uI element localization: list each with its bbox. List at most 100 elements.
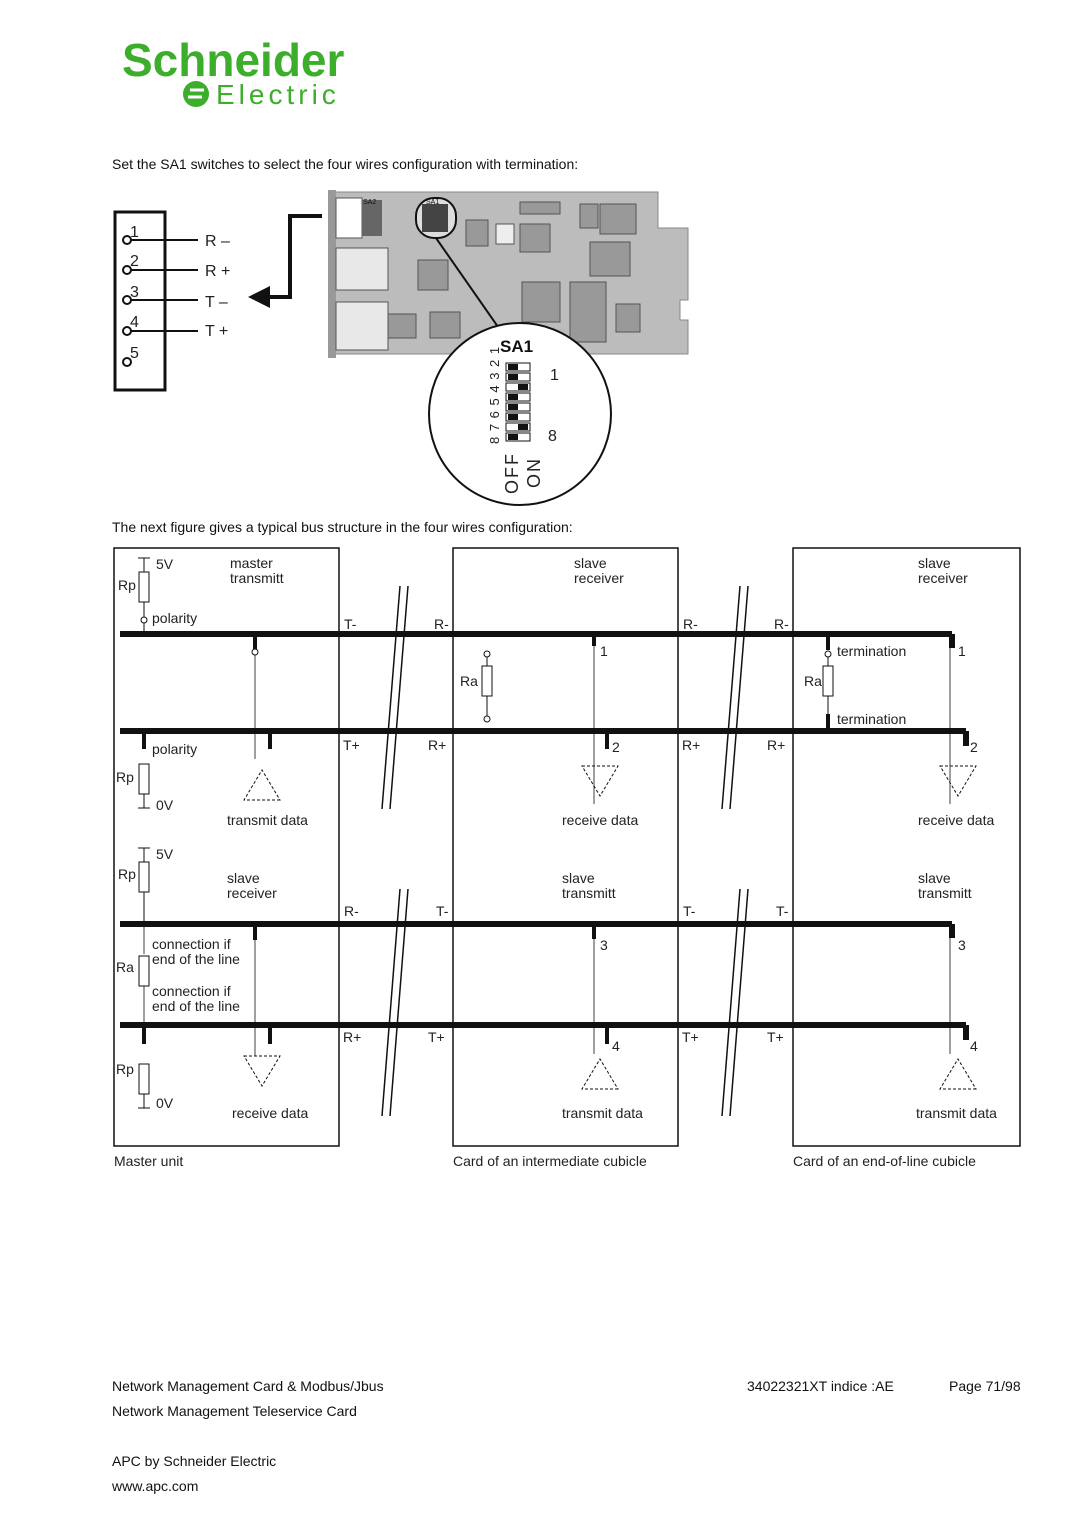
svg-text:transmitt: transmitt bbox=[562, 885, 616, 901]
signal-r-minus: R – bbox=[205, 233, 230, 250]
signal-t-minus: T – bbox=[205, 294, 228, 311]
svg-text:Rp: Rp bbox=[118, 866, 136, 882]
svg-text:5V: 5V bbox=[156, 556, 174, 572]
svg-text:transmit data: transmit data bbox=[916, 1105, 997, 1121]
svg-text:0V: 0V bbox=[156, 1095, 174, 1111]
dip-switch-array bbox=[505, 362, 531, 442]
bus-lines bbox=[120, 631, 969, 1040]
svg-text:T-: T- bbox=[776, 903, 789, 919]
svg-text:1: 1 bbox=[600, 643, 608, 659]
footer-page: Page 71/98 bbox=[949, 1378, 1021, 1394]
svg-text:2: 2 bbox=[612, 739, 620, 755]
svg-text:SA2: SA2 bbox=[363, 199, 376, 206]
svg-text:slave: slave bbox=[562, 870, 595, 886]
intermediate-box bbox=[452, 547, 679, 1147]
svg-text:end of the line: end of the line bbox=[152, 951, 240, 967]
svg-text:2: 2 bbox=[970, 739, 978, 755]
sa1-title: SA1 bbox=[500, 337, 533, 356]
off-label: OFF bbox=[502, 452, 522, 494]
logo-line1: Schneider bbox=[122, 34, 345, 86]
master-unit-box bbox=[113, 547, 340, 1147]
svg-text:T+: T+ bbox=[767, 1029, 784, 1045]
svg-text:Rp: Rp bbox=[116, 1061, 134, 1077]
svg-text:Ra: Ra bbox=[460, 673, 478, 689]
intermediate-card: slave receiver Ra 1 2 receive data slave… bbox=[460, 555, 643, 1121]
svg-text:T+: T+ bbox=[343, 737, 360, 753]
svg-text:receive data: receive data bbox=[918, 812, 994, 828]
svg-text:receiver: receiver bbox=[574, 570, 624, 586]
svg-text:3: 3 bbox=[958, 937, 966, 953]
svg-text:R-: R- bbox=[434, 616, 449, 632]
endline-card: slave receiver termination Ra terminatio… bbox=[804, 555, 997, 1121]
svg-text:termination: termination bbox=[837, 643, 906, 659]
wire-labels-right: R- R- R+ R+ T- T- T+ T+ bbox=[682, 616, 789, 1045]
footer-company: APC by Schneider Electric bbox=[112, 1453, 277, 1469]
sa1-figure: 1R – 2R + 3T – 4T + 5 SA2 SA1 SA1 8 7 bbox=[113, 190, 689, 506]
svg-text:3: 3 bbox=[130, 284, 139, 301]
pin-1: 1 R – bbox=[122, 224, 230, 250]
sa1-magnifier: SA1 8 7 6 5 4 3 2 1 1 8 OFF ON bbox=[428, 322, 612, 506]
endline-box bbox=[792, 547, 1021, 1147]
svg-text:1: 1 bbox=[130, 224, 139, 241]
svg-text:T-: T- bbox=[344, 616, 357, 632]
master-unit: 5V Rp polarity master transmitt polarity… bbox=[116, 555, 308, 1121]
svg-text:receiver: receiver bbox=[227, 885, 277, 901]
signal-t-plus: T + bbox=[205, 323, 228, 340]
footer-doc-2: Network Management Teleservice Card bbox=[112, 1403, 357, 1419]
svg-text:slave: slave bbox=[227, 870, 260, 886]
paragraph-2: The next figure gives a typical bus stru… bbox=[112, 519, 573, 535]
svg-text:transmitt: transmitt bbox=[918, 885, 972, 901]
signal-r-plus: R + bbox=[205, 263, 230, 280]
svg-text:2: 2 bbox=[130, 253, 139, 270]
pin-4: 4 T + bbox=[122, 314, 228, 340]
logo-symbol-icon bbox=[183, 81, 209, 107]
svg-text:Ra: Ra bbox=[804, 673, 822, 689]
svg-text:end of the line: end of the line bbox=[152, 998, 240, 1014]
network-card-board: SA2 SA1 bbox=[328, 190, 689, 358]
pin-3: 3 T – bbox=[122, 284, 228, 311]
svg-text:receive data: receive data bbox=[562, 812, 638, 828]
svg-text:T-: T- bbox=[683, 903, 696, 919]
pin-5: 5 bbox=[122, 345, 139, 367]
caption-endline: Card of an end-of-line cubicle bbox=[793, 1153, 976, 1169]
logo-graphic: Schneider Electric bbox=[122, 34, 345, 110]
svg-text:T+: T+ bbox=[428, 1029, 445, 1045]
svg-text:5V: 5V bbox=[156, 846, 174, 862]
svg-text:R+: R+ bbox=[428, 737, 446, 753]
footer-doc-1: Network Management Card & Modbus/Jbus bbox=[112, 1378, 384, 1394]
wire-labels-left: T- R- T+ R+ R- T- R+ T+ bbox=[343, 616, 449, 1045]
svg-text:polarity: polarity bbox=[152, 741, 197, 757]
svg-text:master: master bbox=[230, 555, 273, 571]
switch-numbers: 8 7 6 5 4 3 2 1 bbox=[487, 346, 502, 444]
caption-intermediate: Card of an intermediate cubicle bbox=[453, 1153, 647, 1169]
svg-text:R+: R+ bbox=[682, 737, 700, 753]
svg-text:T-: T- bbox=[436, 903, 449, 919]
svg-text:slave: slave bbox=[918, 555, 951, 571]
paragraph-1: Set the SA1 switches to select the four … bbox=[112, 156, 579, 172]
svg-text:R+: R+ bbox=[767, 737, 785, 753]
svg-text:transmit data: transmit data bbox=[562, 1105, 643, 1121]
svg-text:transmitt: transmitt bbox=[230, 570, 284, 586]
svg-text:4: 4 bbox=[612, 1038, 620, 1054]
svg-text:transmit data: transmit data bbox=[227, 812, 308, 828]
svg-text:polarity: polarity bbox=[152, 610, 197, 626]
svg-text:4: 4 bbox=[970, 1038, 978, 1054]
caption-master: Master unit bbox=[114, 1153, 183, 1169]
switch-last-label: 8 bbox=[548, 428, 557, 445]
svg-text:connection if: connection if bbox=[152, 936, 231, 952]
svg-text:R+: R+ bbox=[343, 1029, 361, 1045]
svg-text:T+: T+ bbox=[682, 1029, 699, 1045]
svg-text:3: 3 bbox=[600, 937, 608, 953]
schneider-logo: Schneider Electric bbox=[118, 30, 368, 112]
svg-text:slave: slave bbox=[918, 870, 951, 886]
logo-line2: Electric bbox=[216, 79, 340, 110]
svg-text:slave: slave bbox=[574, 555, 607, 571]
svg-text:connection if: connection if bbox=[152, 983, 231, 999]
svg-text:R-: R- bbox=[344, 903, 359, 919]
svg-text:0V: 0V bbox=[156, 797, 174, 813]
footer-url[interactable]: www.apc.com bbox=[112, 1478, 199, 1494]
arrow-icon bbox=[258, 214, 322, 299]
svg-text:receive data: receive data bbox=[232, 1105, 308, 1121]
footer-ref: 34022321XT indice :AE bbox=[747, 1378, 894, 1394]
svg-text:4: 4 bbox=[130, 314, 139, 331]
